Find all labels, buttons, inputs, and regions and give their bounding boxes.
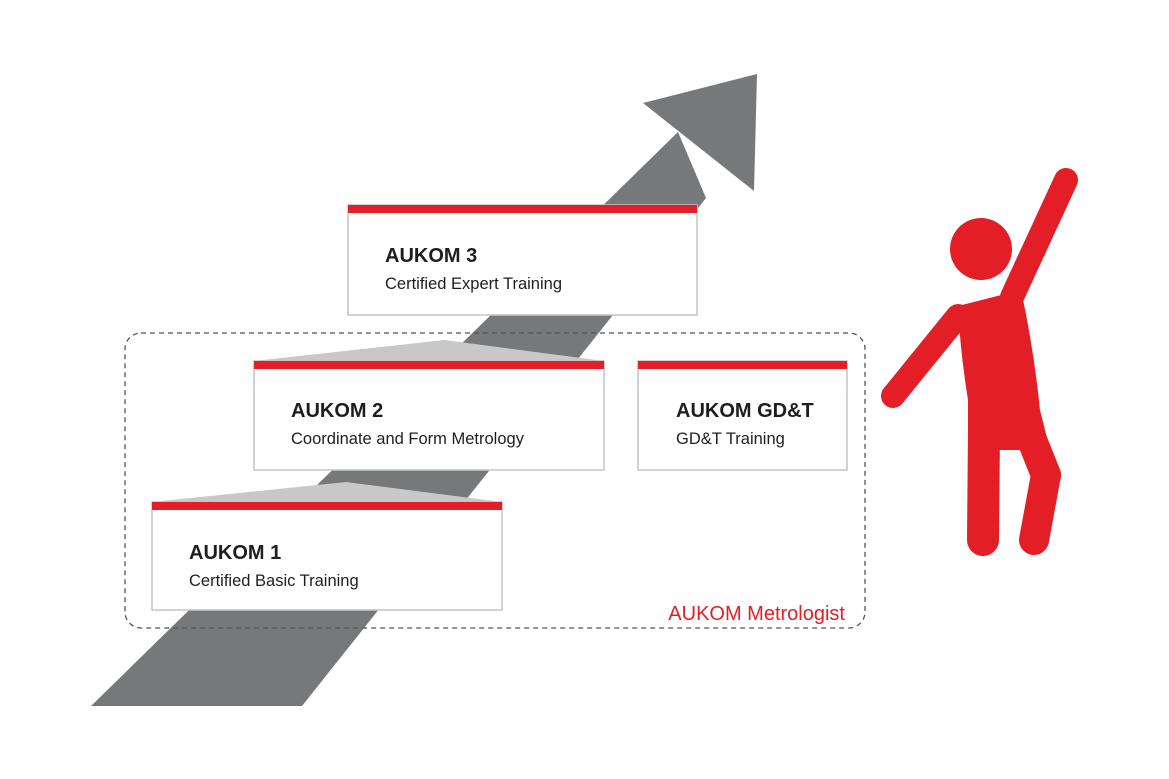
celebrating-person-icon xyxy=(881,168,1078,556)
person-right-shin xyxy=(1019,460,1061,555)
card-subtitle: Certified Basic Training xyxy=(189,572,359,590)
person-torso xyxy=(958,290,1050,450)
person-left-leg xyxy=(967,414,1000,556)
person-raised-arm xyxy=(1000,168,1078,309)
card-step-tab xyxy=(254,340,604,361)
card-step-tab xyxy=(152,482,502,502)
group-label: AUKOM Metrologist xyxy=(668,603,845,625)
card-title: AUKOM 2 xyxy=(291,400,383,422)
card-title: AUKOM 3 xyxy=(385,245,477,267)
card-accent-bar xyxy=(638,361,847,369)
arrow-head xyxy=(643,74,757,191)
card-aukom-3: AUKOM 3 Certified Expert Training xyxy=(347,204,698,316)
person-lower-arm xyxy=(881,304,970,408)
card-aukom-gdt: AUKOM GD&T GD&T Training xyxy=(637,360,848,471)
card-title: AUKOM GD&T xyxy=(676,400,814,422)
card-box xyxy=(347,204,698,316)
card-box xyxy=(253,360,605,471)
card-aukom-2: AUKOM 2 Coordinate and Form Metrology xyxy=(253,340,605,471)
card-subtitle: Coordinate and Form Metrology xyxy=(291,430,525,448)
card-title: AUKOM 1 xyxy=(189,542,281,564)
card-subtitle: Certified Expert Training xyxy=(385,275,562,293)
card-subtitle: GD&T Training xyxy=(676,430,785,448)
aukom-metrologist-group: AUKOM Metrologist xyxy=(124,332,866,629)
card-accent-bar xyxy=(152,502,502,510)
person-head xyxy=(950,218,1012,280)
group-dashed-frame xyxy=(124,332,866,629)
card-box xyxy=(637,360,848,471)
card-box xyxy=(151,501,503,611)
card-aukom-1: AUKOM 1 Certified Basic Training xyxy=(151,482,503,611)
card-accent-bar xyxy=(348,205,697,213)
card-accent-bar xyxy=(254,361,604,369)
